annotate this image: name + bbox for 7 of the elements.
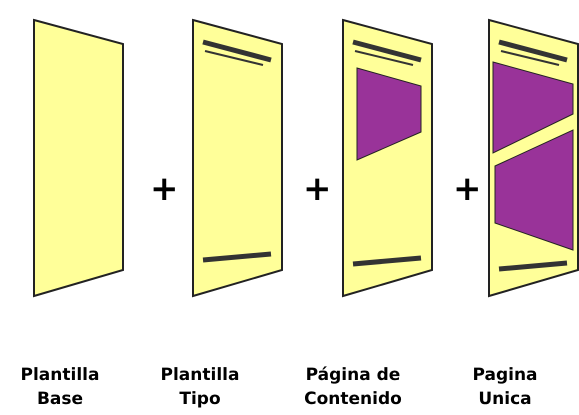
page-title: Pagina Unica [471, 364, 539, 411]
page-title: Plantilla Base [20, 364, 100, 411]
page-title: Plantilla Tipo [160, 364, 240, 411]
plus-sign: + [303, 172, 332, 206]
plus-sign: + [453, 172, 482, 206]
page-title: Página de Contenido [303, 364, 403, 411]
plus-sign: + [150, 172, 178, 206]
